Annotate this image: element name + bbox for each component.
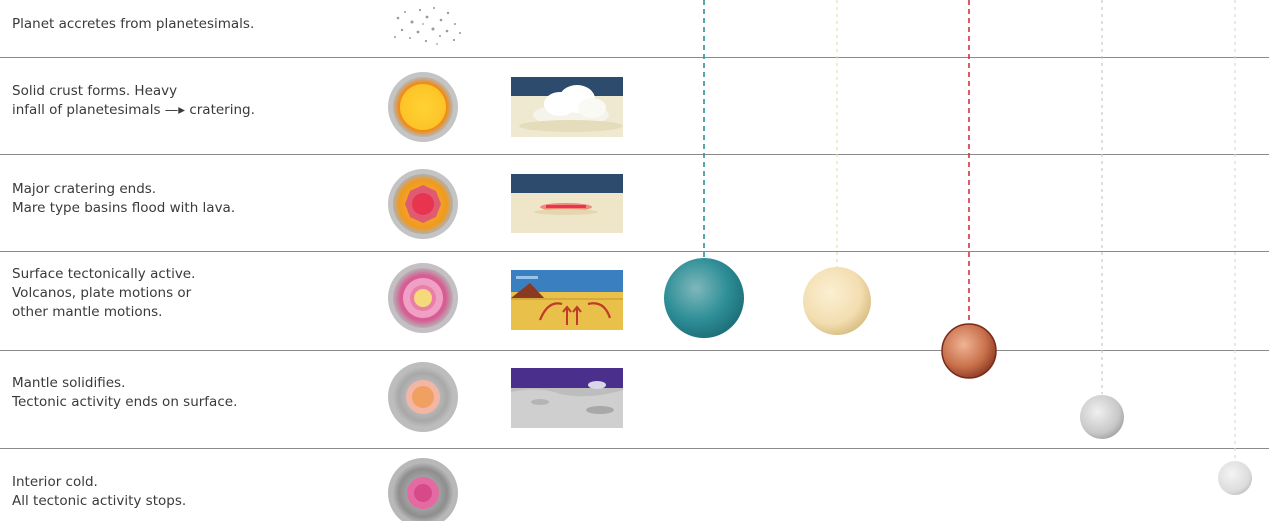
cream-planet [803,267,871,335]
volcano-scene-icon [511,270,623,330]
row-divider-3 [0,251,1269,252]
stage-2-label: Solid crust forms. Heavy infall of plane… [12,82,255,120]
row-divider-2 [0,154,1269,155]
stage-5-label: Mantle solidifies. Tectonic activity end… [12,374,237,412]
light-gray-planet [1218,461,1252,495]
stage-3-label: Major cratering ends. Mare type basins f… [12,180,235,218]
stage-1-label: Planet accretes from planetesimals. [12,15,254,34]
guide-lines [703,0,1236,458]
teal-planet [664,258,744,338]
row-divider-5 [0,448,1269,449]
stage-1-line-1: Planet accretes from planetesimals. [12,16,255,32]
stage-5-line-1: Mantle solidifies. [12,375,126,391]
planetesimal-cloud-icon [394,7,461,45]
cold-interior-planet-icon [388,458,458,521]
cold-surface-scene-icon [511,368,623,428]
stage-2-line-2: infall of planetesimals —▸ cratering. [12,102,255,118]
cratered-planet-icon [388,169,458,239]
tectonic-planet-icon [388,263,458,333]
copper-planet [941,323,997,379]
solid-mantle-planet-icon [388,362,458,432]
stage-4-line-2: Volcanos, plate motions or [12,285,192,301]
stage-4-line-1: Surface tectonically active. [12,266,196,282]
stage-6-line-1: Interior cold. [12,474,98,490]
impact-cloud-scene-icon [511,77,623,137]
stage-4-line-3: other mantle motions. [12,304,163,320]
row-divider-1 [0,57,1269,58]
row-divider-4 [0,350,1269,351]
stage-3-line-1: Major cratering ends. [12,181,157,197]
stage-5-line-2: Tectonic activity ends on surface. [12,394,238,410]
stage-6-label: Interior cold. All tectonic activity sto… [12,473,186,511]
lava-basin-scene-icon [511,174,623,233]
stage-3-line-2: Mare type basins flood with lava. [12,200,236,216]
stage-4-label: Surface tectonically active. Volcanos, p… [12,265,195,322]
molten-planet-icon [388,72,458,142]
stage-2-line-1: Solid crust forms. Heavy [12,83,178,99]
gray-planet [1080,395,1124,439]
stage-6-line-2: All tectonic activity stops. [12,493,187,509]
